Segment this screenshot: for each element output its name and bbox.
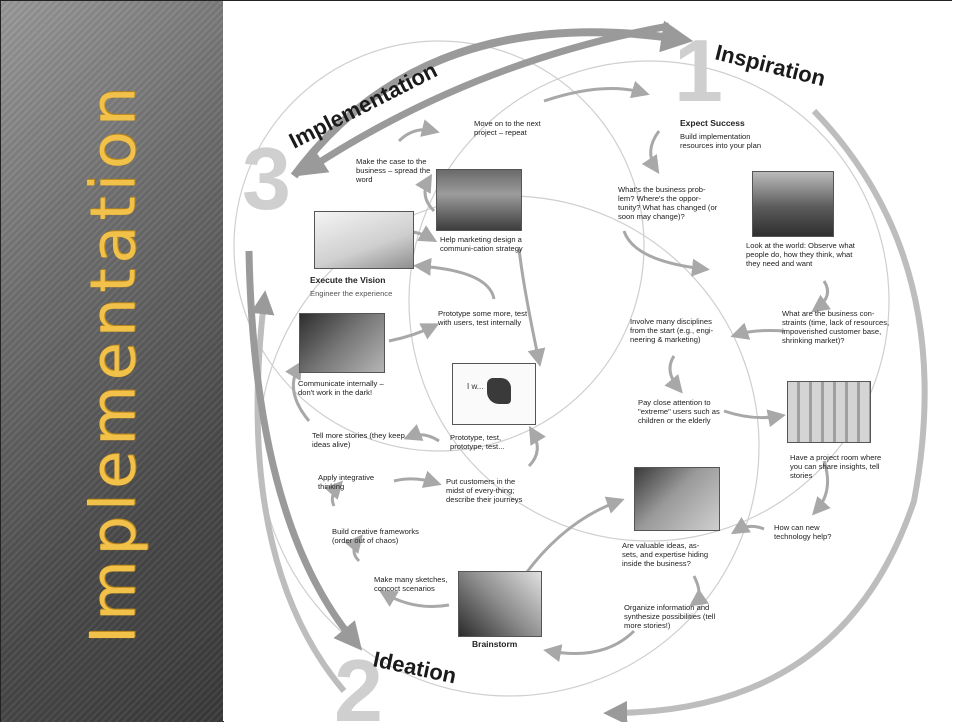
- flow-arrow: [730, 322, 785, 340]
- label-disciplines: Involve many disciplines from the start …: [630, 317, 714, 344]
- flow-arrow: [689, 575, 709, 607]
- flow-arrow: [324, 480, 344, 507]
- label-technology: How can new technology help?: [774, 523, 832, 541]
- flow-arrow: [397, 119, 440, 143]
- label-prototype-test: Prototype, test, prototype, test...: [450, 433, 505, 451]
- label-frameworks: Build creative frameworks (order out of …: [332, 527, 419, 545]
- label-build-resources: Build implementation resources into your…: [680, 132, 762, 150]
- flow-arrow: [285, 360, 311, 422]
- photo-team: [299, 313, 385, 373]
- photo-prototype: I w...: [452, 363, 536, 425]
- flow-arrow: [811, 280, 831, 313]
- label-prototype-more: Prototype some more, test with users, te…: [438, 309, 528, 327]
- design-thinking-diagram: 1 2 3 Inspiration Ideation Implementatio…: [224, 1, 952, 722]
- label-more-stories: Tell more stories (they keep ideas alive…: [312, 431, 405, 449]
- flow-arrow: [622, 230, 710, 277]
- flow-arrow: [723, 409, 786, 428]
- flow-arrow: [517, 248, 546, 367]
- outer-arrow-to-ideation: [245, 250, 363, 651]
- photo-meeting: [436, 169, 522, 231]
- flow-arrow: [378, 589, 450, 608]
- photo-hands: [634, 467, 720, 531]
- label-project-room: Have a project room where you can share …: [790, 453, 882, 480]
- outer-arrow-right: [603, 108, 928, 722]
- flow-arrow: [522, 496, 625, 577]
- diagram-graphics: 1 2 3 Inspiration Ideation Implementatio…: [233, 20, 928, 722]
- label-extreme-users: Pay close attention to "extreme" users s…: [638, 398, 720, 425]
- label-sketches: Make many sketches, concoct scenarios: [374, 575, 448, 593]
- label-brainstorm: Brainstorm: [472, 639, 518, 649]
- label-constraints: What are the business con-straints (time…: [782, 309, 890, 345]
- flow-arrow: [413, 257, 496, 300]
- label-engineer: Engineer the experience: [310, 289, 393, 298]
- slide-title: Implementation: [76, 81, 150, 645]
- photo-brainstorm: [458, 571, 542, 637]
- flow-arrow: [393, 470, 442, 488]
- implementation-circle: [233, 40, 645, 452]
- flow-arrow: [388, 323, 440, 343]
- label-look-world: Look at the world: Observe what people d…: [746, 241, 855, 268]
- phase-label-inspiration: Inspiration: [713, 40, 828, 91]
- photo-pen: [314, 211, 414, 269]
- phase-number-1: 1: [674, 21, 723, 120]
- flow-arrow: [415, 173, 436, 213]
- flow-arrow: [730, 517, 765, 535]
- phase-number-3: 3: [242, 129, 291, 228]
- photo-card-text: I w...: [467, 382, 484, 391]
- label-communicate: Communicate internally – don't work in t…: [298, 379, 384, 397]
- title-sidebar: Implementation: [1, 1, 223, 722]
- label-integrative: Apply integrative thinking: [318, 473, 375, 491]
- photo-vehicle: [752, 171, 834, 237]
- photo-hand-shape: [487, 378, 511, 404]
- flow-arrow: [543, 629, 636, 662]
- inspiration-circle: [408, 60, 890, 542]
- flow-arrow: [344, 534, 363, 563]
- label-make-case: Make the case to the business – spread t…: [356, 157, 431, 184]
- label-expect-success: Expect Success: [680, 118, 745, 128]
- label-marketing: Help marketing design a communi-cation s…: [440, 235, 523, 253]
- label-move-on: Move on to the next project – repeat: [474, 119, 541, 137]
- flow-arrow: [811, 460, 831, 516]
- flow-arrow: [641, 130, 661, 174]
- label-execute-vision: Execute the Vision: [310, 275, 386, 285]
- label-customers: Put customers in the midst of every-thin…: [446, 477, 523, 504]
- sidebar-texture: [1, 1, 223, 722]
- label-valuable-ideas: Are valuable ideas, as-sets, and experti…: [622, 541, 709, 568]
- flow-arrow: [403, 424, 440, 443]
- flow-arrow: [664, 355, 683, 394]
- label-business-problem: What's the business prob-lem? Where's th…: [618, 185, 718, 221]
- label-organize: Organize information and synthesize poss…: [624, 603, 716, 630]
- flow-arrow: [543, 80, 650, 103]
- outer-arrow-to-implementation: [298, 22, 670, 176]
- phase-number-2: 2: [334, 641, 383, 722]
- phase-label-ideation: Ideation: [371, 646, 459, 688]
- photo-postits: [787, 381, 871, 443]
- flow-arrow: [527, 425, 546, 468]
- outer-arrow-to-inspiration: [290, 20, 694, 179]
